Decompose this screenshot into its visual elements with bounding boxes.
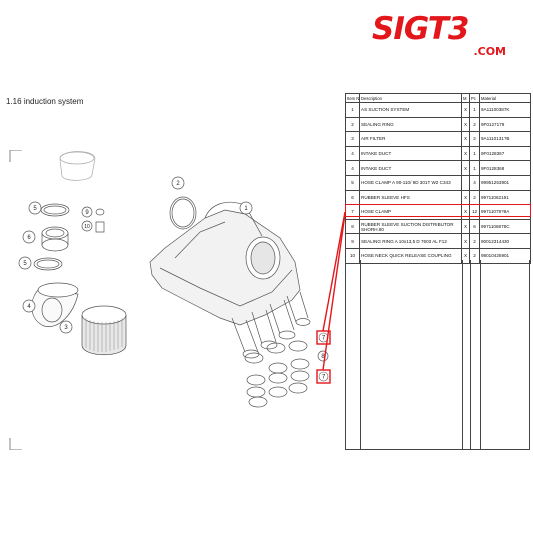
callout-1: 1 — [239, 201, 253, 215]
callout-4: 4 — [22, 299, 36, 313]
callout-10: 10 — [81, 220, 93, 232]
table-row[interactable]: 4 INTAKE DUCT X 1 9F0128367 — [345, 145, 531, 162]
col-header-qty: Pc — [469, 93, 480, 103]
callout-6: 6 — [22, 230, 36, 244]
svg-text:7: 7 — [322, 336, 326, 342]
svg-text:4: 4 — [27, 304, 31, 310]
intake-manifold — [149, 201, 311, 359]
svg-text:3: 3 — [64, 325, 68, 331]
table-row[interactable]: 4 INTAKE DUCT X 1 9F0128368 — [345, 160, 531, 176]
callout-3: 3 — [59, 320, 73, 334]
callout-2: 2 — [171, 176, 185, 190]
svg-text:5: 5 — [33, 206, 37, 212]
exploded-parts-diagram: 1 2 3 4 5 5 6 7 7 8 9 10 — [9, 150, 345, 450]
table-row[interactable]: 8 RUBBER SLEEVE SUCTION DISTRIBUTOR SHOR… — [345, 218, 531, 235]
svg-text:1: 1 — [244, 206, 248, 212]
callout-7b: 7 — [316, 369, 331, 384]
col-header-marker: M — [461, 93, 470, 103]
table-row[interactable]: 9 SEALING RING A 10x13,5 D 7603 AL F12 X… — [345, 233, 531, 249]
table-empty-area — [345, 260, 530, 450]
callout-9: 9 — [81, 206, 93, 218]
table-row[interactable]: 3 AIR FILTER X 2 9A1110131?B — [345, 131, 531, 147]
svg-text:10: 10 — [84, 224, 90, 230]
svg-text:8: 8 — [321, 354, 325, 360]
svg-text:2: 2 — [176, 181, 180, 187]
parts-table: Item No. Description M Pc Material 1 AS … — [345, 93, 531, 264]
brand-logo[interactable]: SIGT3 .COM — [372, 12, 522, 60]
hose-clamp-part — [33, 257, 63, 271]
table-row-highlighted[interactable]: 7 HOSE CLAMP X 12 99711079?8A — [345, 204, 531, 220]
svg-text:7: 7 — [322, 375, 326, 381]
section-name: induction system — [23, 97, 84, 106]
highlight-leader-lines — [322, 211, 345, 371]
table-row[interactable]: 1 AS SUCTION SYSTEM X 1 9A11100387K — [345, 102, 531, 118]
hose-neck-part — [95, 221, 105, 233]
sealing-ring-part — [169, 196, 197, 230]
intake-duct-part — [31, 282, 79, 327]
hose-clamp-group — [244, 340, 310, 408]
sealing-ring-small — [95, 208, 105, 216]
table-header-row: Item No. Description M Pc Material — [345, 93, 531, 103]
callout-5a: 5 — [28, 201, 42, 215]
section-number: 1.16 — [6, 97, 22, 106]
col-header-material: Material — [479, 93, 531, 103]
svg-text:9: 9 — [85, 210, 89, 216]
callout-8: 8 — [317, 350, 329, 362]
col-header-pos: Item No. — [345, 93, 360, 103]
table-row[interactable]: 5 HOSE CLAMP A 90-110/ 9D 301T W2 C343 4… — [345, 174, 531, 191]
rubber-sleeve-part — [41, 226, 69, 252]
logo-wordmark: SIGT3 — [372, 11, 469, 47]
table-row[interactable]: 6 RUBBER SLEEVE HFS X 2 99711062191 — [345, 189, 531, 206]
svg-text:6: 6 — [27, 235, 31, 241]
callout-5b: 5 — [18, 256, 32, 270]
table-row[interactable]: 10 HOSE NECK QUICK RELEASE COUPLING X 2 … — [345, 247, 531, 264]
table-row[interactable]: 2 SEALING RING X 2 9F0127179 — [345, 116, 531, 133]
air-filter-part — [81, 305, 127, 355]
col-header-description: Description — [359, 93, 462, 103]
logo-domain: .COM — [473, 45, 506, 58]
svg-text:5: 5 — [23, 261, 27, 267]
section-title: 1.16 induction system — [6, 97, 83, 106]
